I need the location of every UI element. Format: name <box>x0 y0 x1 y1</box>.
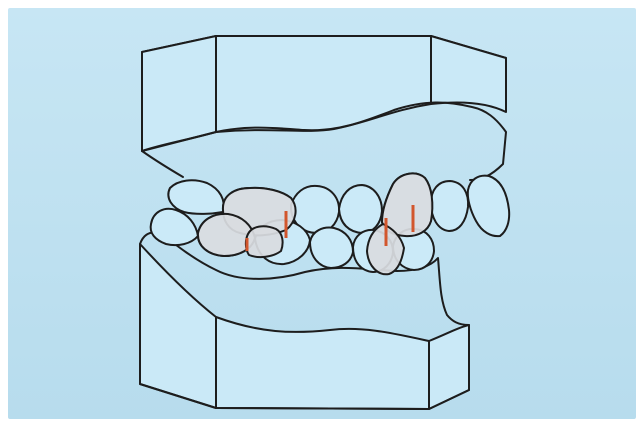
upper-tooth-4 <box>339 185 382 233</box>
figure-panel <box>8 8 636 419</box>
upper-tooth-6 <box>431 181 468 231</box>
upper-cast-left-block <box>142 36 216 151</box>
dental-occlusion-diagram <box>8 8 636 419</box>
highlight-lower-premolar-overlay <box>246 226 283 257</box>
lower-tooth-4 <box>310 228 353 268</box>
